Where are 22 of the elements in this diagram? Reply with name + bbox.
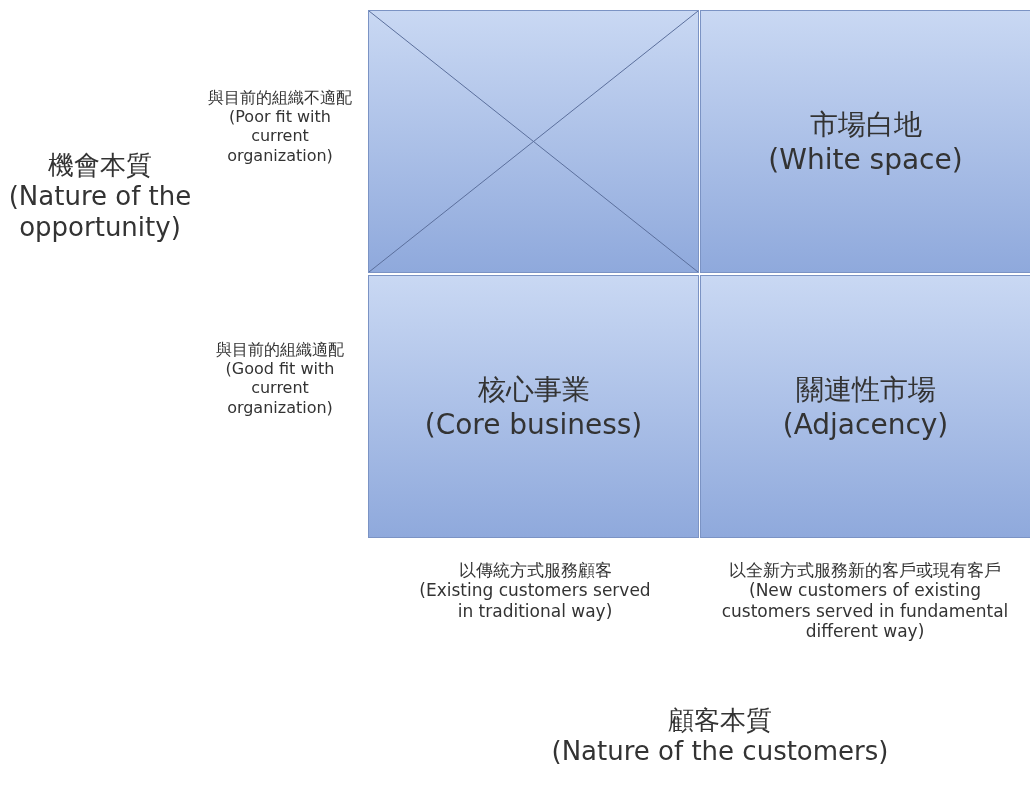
quadrant-label: 市場白地	[809, 106, 922, 142]
column-label: (New customers of existing customers served in fundamental different way)	[720, 580, 1010, 642]
axis-title: 機會本質	[48, 150, 152, 182]
quadrant-label: 核心事業	[477, 371, 590, 407]
quadrant-label: (Core business)	[424, 406, 643, 442]
axis-title: 顧客本質	[668, 705, 772, 737]
axis-title: (Nature of the customers)	[551, 736, 889, 768]
column-label: 以傳統方式服務顧客	[458, 560, 612, 581]
crossed-out-quadrant	[368, 10, 699, 273]
row-label: (Poor fit with current organization)	[226, 107, 334, 165]
column-label: (Existing customers served in traditional way)	[418, 580, 652, 622]
quadrant-label: (White space)	[768, 141, 963, 177]
row-label: (Good fit with current organization)	[224, 359, 336, 417]
column-label: 以全新方式服務新的客戶或現有客戶	[729, 560, 1001, 581]
matrix-quadrant	[700, 275, 1030, 538]
row-label: 與目前的組織不適配	[208, 88, 352, 108]
matrix-quadrant	[700, 10, 1030, 273]
axis-title: (Nature of the opportunity)	[7, 181, 193, 244]
quadrant-label: 關連性市場	[795, 371, 936, 407]
row-label: 與目前的組織適配	[216, 340, 344, 360]
quadrant-label: (Adjacency)	[782, 406, 949, 442]
matrix-quadrant	[368, 275, 699, 538]
